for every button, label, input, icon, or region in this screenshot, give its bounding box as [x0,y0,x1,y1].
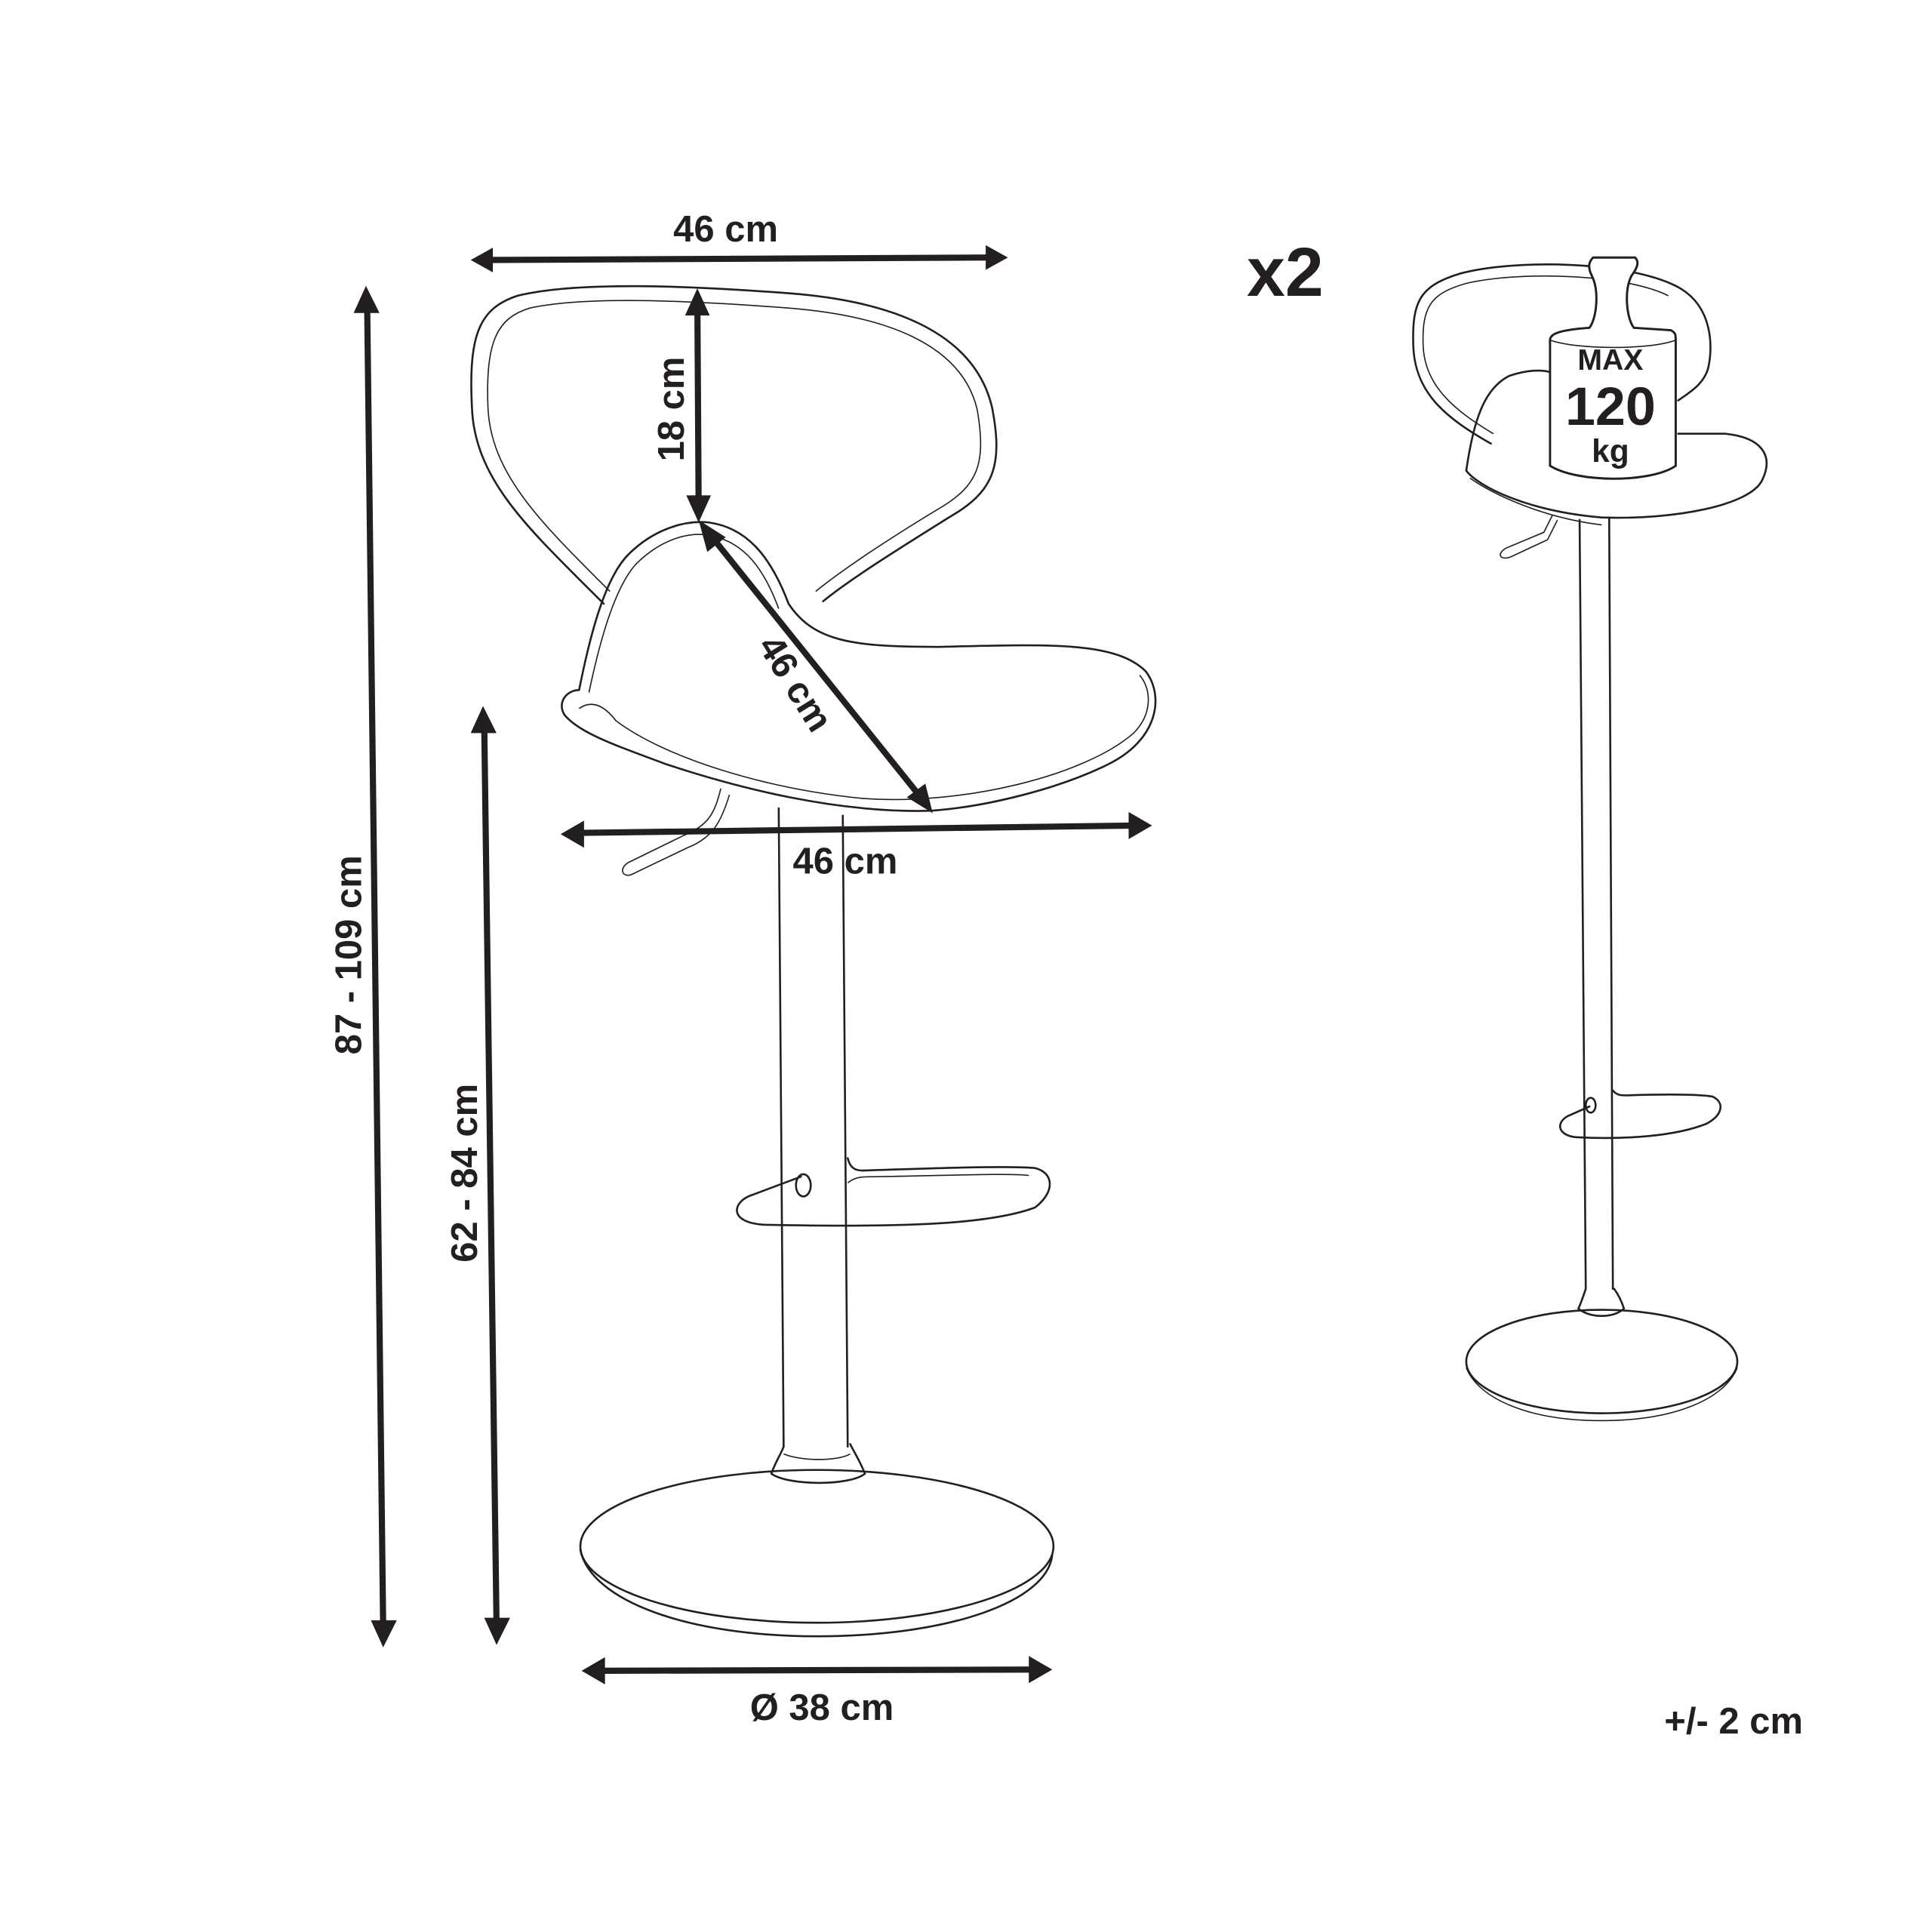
small-stool-drawing: MAX 120 kg [1412,256,1768,1422]
weight-capacity-badge: MAX 120 kg [1549,256,1677,480]
weight-badge-max: MAX [1577,344,1643,377]
dimension-arrows [353,245,1152,1684]
total-height-label: 87 - 109 cm [328,855,369,1054]
backrest-height-label: 18 cm [651,357,692,462]
quantity-label: x2 [1247,234,1324,311]
weight-badge-value: 120 [1565,377,1656,437]
main-stool-drawing [470,285,1157,1638]
seat-height-label: 62 - 84 cm [445,1084,485,1263]
base-diameter-label: Ø 38 cm [750,1687,894,1728]
backrest-width-label: 46 cm [673,209,778,250]
tolerance-label: +/- 2 cm [1664,1701,1803,1742]
weight-badge-unit: kg [1592,433,1629,469]
seat-width-label: 46 cm [793,841,898,882]
